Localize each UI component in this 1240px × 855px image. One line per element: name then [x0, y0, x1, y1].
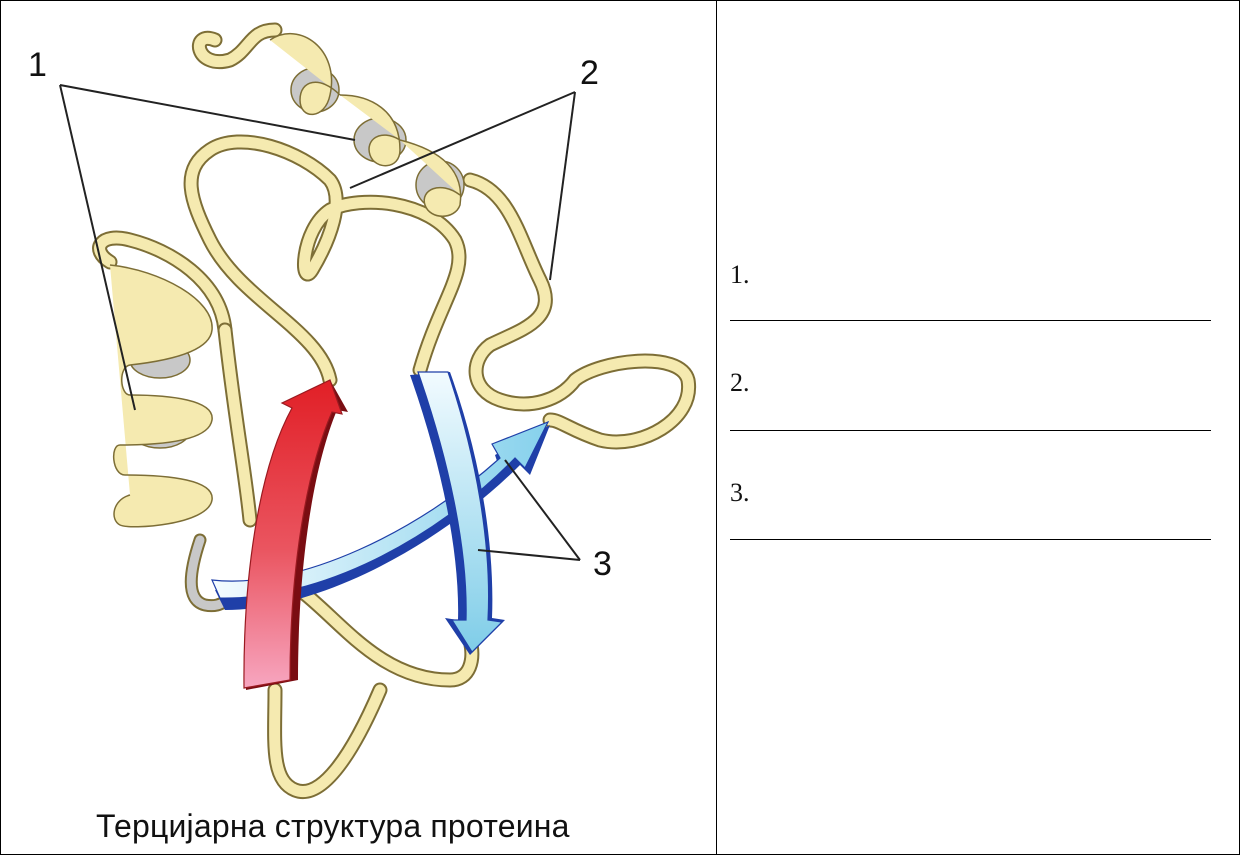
leader-1-helix-left: [60, 85, 135, 410]
leader-2-coil-right: [550, 92, 575, 280]
alpha-helix-top: [270, 34, 464, 217]
answer-label-1: 1.: [730, 260, 750, 290]
callout-number-2: 2: [580, 54, 599, 93]
answer-line-2[interactable]: [730, 430, 1211, 431]
protein-diagram: [0, 0, 716, 855]
answer-label-2: 2.: [730, 368, 750, 398]
beta-strand-red: [244, 380, 348, 690]
beta-strand-vertical: [410, 372, 505, 655]
callout-number-3: 3: [593, 545, 612, 584]
answer-line-3[interactable]: [730, 539, 1211, 540]
callout-number-1: 1: [28, 46, 47, 85]
leader-3-vertical: [478, 550, 580, 560]
leader-3-diagonal: [505, 460, 580, 560]
alpha-helix-left: [110, 265, 212, 527]
answer-line-1[interactable]: [730, 320, 1211, 321]
answer-label-3: 3.: [730, 478, 750, 508]
diagram-caption: Терцијарна структура протеина: [96, 808, 570, 845]
column-divider: [716, 0, 717, 855]
